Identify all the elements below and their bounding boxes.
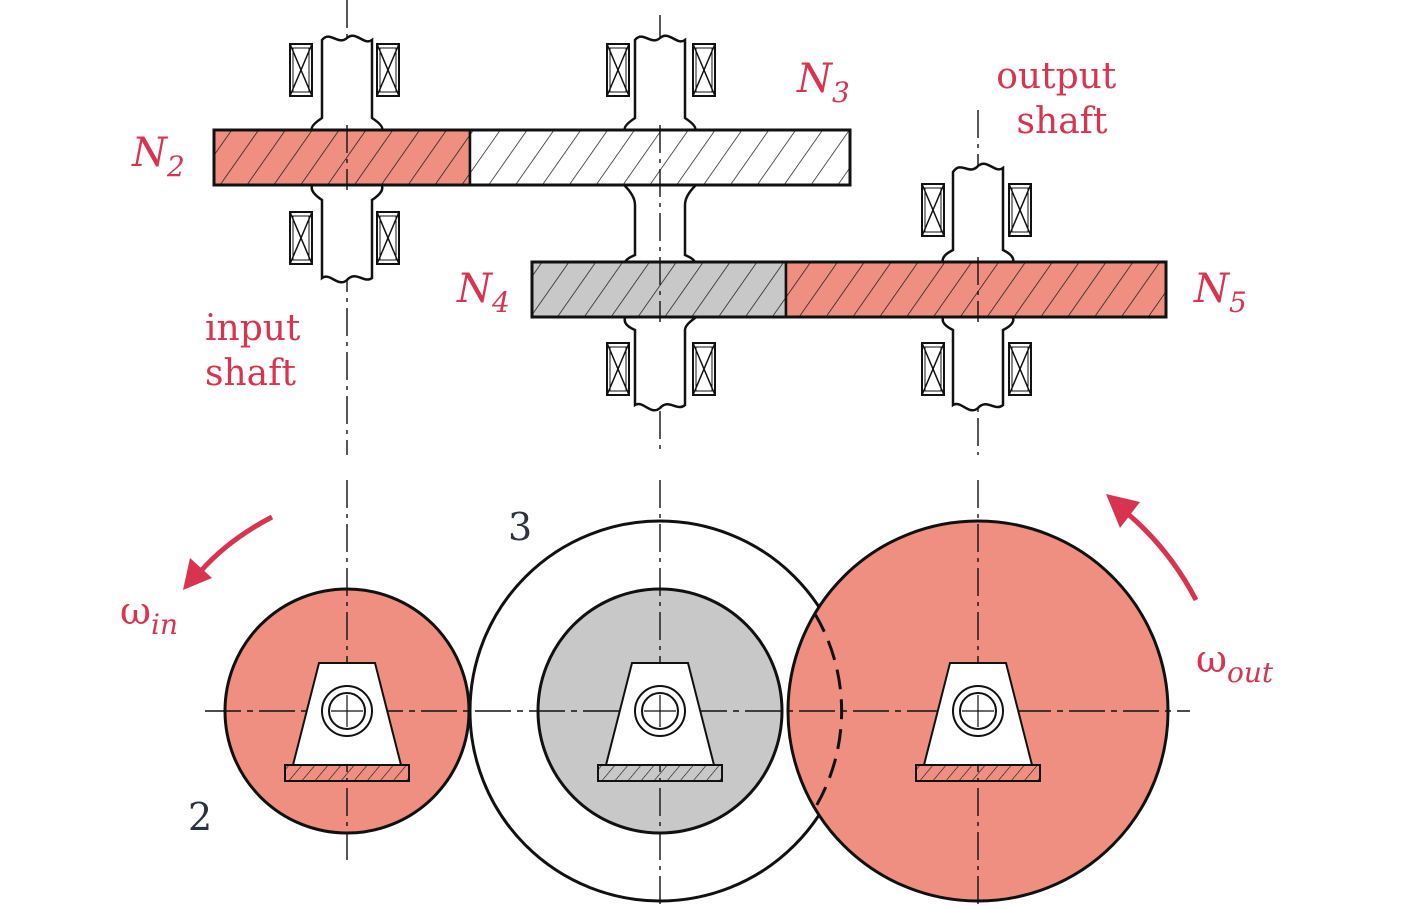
bearing-icon [921,183,945,237]
label-n3: N3 [796,56,850,109]
label-n5: N5 [1193,266,1247,319]
front-view: ωin ωout 2 3 [120,480,1274,908]
label-n4: N4 [456,266,510,319]
bearing-icon [289,211,313,265]
bearing-icon [1008,342,1032,396]
bearing-icon [606,342,630,396]
bearing-icon [692,342,716,396]
label-input-shaft: input shaft [205,308,312,394]
label-gear-2: 2 [188,795,212,839]
label-gear-3: 3 [508,505,532,549]
label-omega-in: ωin [120,589,178,641]
bearing-icon [692,43,716,97]
bearing-icon [289,43,313,97]
label-omega-out: ωout [1196,637,1274,689]
bearing-icon [376,211,400,265]
label-n2: N2 [131,130,185,183]
bearing-icon [606,43,630,97]
section-view: N2 N3 N4 N5 input shaft output shaft [131,0,1247,455]
bearing-icon [921,342,945,396]
omega-out-arrow-icon [1106,494,1199,602]
omega-in-arrow-icon [183,514,274,590]
label-output-shaft: output shaft [996,56,1127,142]
countershaft [606,34,716,412]
bearing-icon [376,43,400,97]
bearing-icon [1008,183,1032,237]
